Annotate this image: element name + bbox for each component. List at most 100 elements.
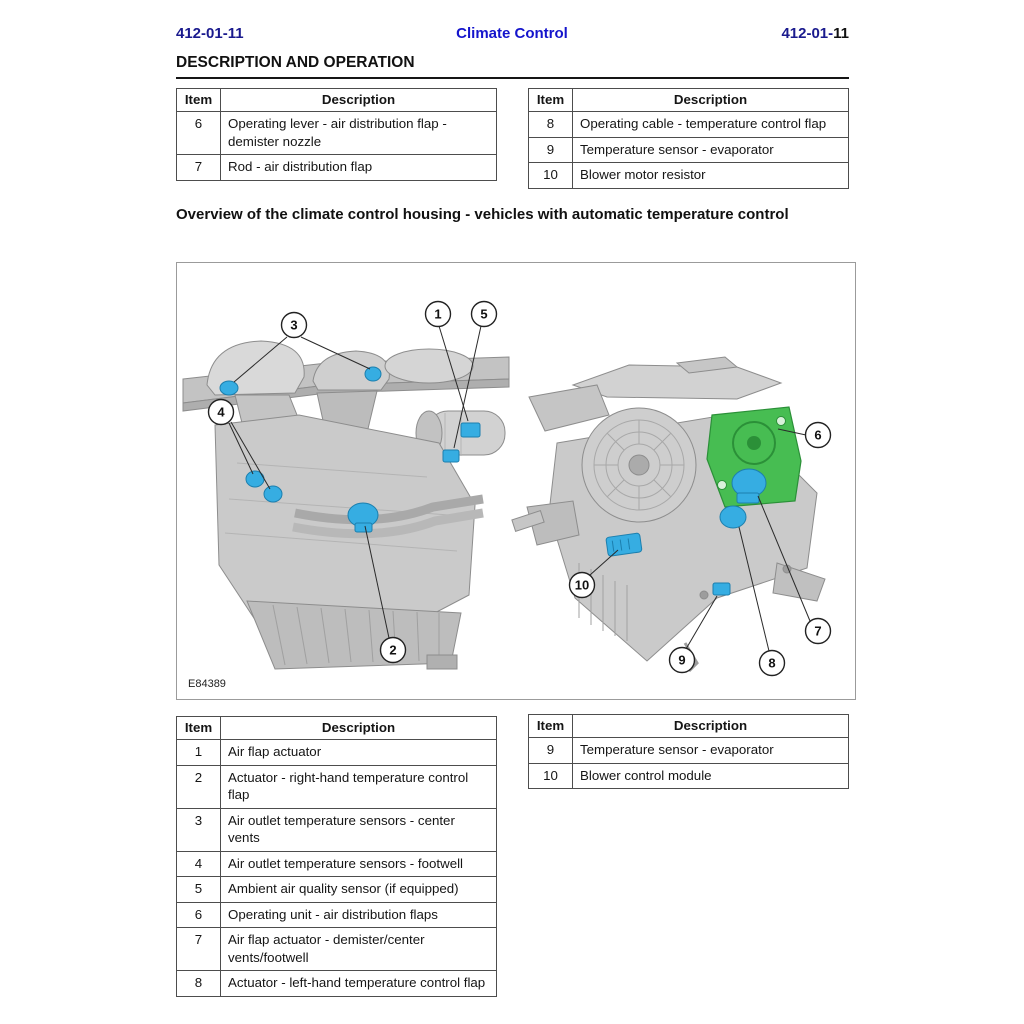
footwell-sensor [263, 485, 283, 503]
table-row: 6 Operating unit - air distribution flap… [176, 901, 497, 929]
table-row: 10 Blower motor resistor [528, 162, 849, 189]
table-row: 9 Temperature sensor - evaporator [528, 136, 849, 164]
callout-marker-2: 2 [379, 636, 407, 664]
section-title: DESCRIPTION AND OPERATION [176, 54, 849, 79]
item-cell: 10 [528, 162, 573, 189]
table-row: 7 Air flap actuator - demister/center ve… [176, 927, 497, 972]
figure-caption: Overview of the climate control housing … [176, 206, 789, 223]
svg-text:2: 2 [389, 643, 396, 658]
table-row: 8 Actuator - left-hand temperature contr… [176, 970, 497, 998]
page-ref-right-suffix: 11 [833, 25, 849, 42]
table-row: 5 Ambient air quality sensor (if equippe… [176, 876, 497, 903]
item-column-header: Item [528, 714, 573, 738]
callout-marker-9: 9 [668, 646, 696, 674]
temperature-control-actuator [719, 505, 747, 529]
description-cell: Operating lever - air distribution flap … [220, 110, 497, 156]
item-cell: 3 [176, 807, 221, 852]
item-cell: 6 [176, 110, 221, 156]
description-column-header: Description [220, 716, 497, 740]
item-column-header: Item [176, 716, 221, 740]
item-cell: 10 [528, 762, 573, 790]
table-row: 4 Air outlet temperature sensors - footw… [176, 850, 497, 878]
description-cell: Blower motor resistor [572, 162, 849, 189]
table-row: 8 Operating cable - temperature control … [528, 111, 849, 138]
callout-marker-10: 10 [568, 571, 596, 599]
highlighted-blue-parts-right [605, 468, 767, 596]
blower-control-module [605, 532, 643, 557]
page-ref-right-prefix: 412-01- [781, 25, 834, 42]
item-cell: 7 [176, 927, 221, 972]
item-cell: 1 [176, 739, 221, 766]
table-header-row: Item Description [528, 88, 849, 112]
svg-text:3: 3 [290, 318, 297, 333]
callout-marker-7: 7 [804, 617, 832, 645]
callout-marker-6: 6 [804, 421, 832, 449]
document-title: Climate Control [456, 25, 568, 42]
right-housing-view [511, 356, 826, 673]
description-column-header: Description [572, 714, 849, 738]
description-cell: Air outlet temperature sensors - center … [220, 807, 497, 852]
callout-marker-5: 5 [470, 300, 498, 328]
description-cell: Temperature sensor - evaporator [572, 737, 849, 764]
callout-marker-8: 8 [758, 649, 786, 677]
item-cell: 7 [176, 154, 221, 181]
item-column-header: Item [528, 88, 573, 112]
item-cell: 2 [176, 764, 221, 809]
leader-lines-right [589, 428, 811, 652]
table-row: 6 Operating lever - air distribution fla… [176, 110, 497, 156]
svg-text:9: 9 [678, 653, 685, 668]
description-cell: Air flap actuator [220, 739, 497, 766]
item-cell: 5 [176, 876, 221, 903]
figure-reference-code: E84389 [188, 678, 226, 690]
description-table-bottom-right: Item Description 9 Temperature sensor - … [528, 714, 849, 790]
blower-scroll-ribs [594, 420, 684, 510]
table-header-row: Item Description [176, 716, 497, 740]
table-row: 9 Temperature sensor - evaporator [528, 737, 849, 764]
description-cell: Ambient air quality sensor (if equipped) [220, 876, 497, 903]
table-row: 3 Air outlet temperature sensors - cente… [176, 807, 497, 852]
description-table-bottom-left: Item Description 1 Air flap actuator 2 A… [176, 716, 497, 998]
svg-text:10: 10 [575, 578, 589, 593]
table-row: 2 Actuator - right-hand temperature cont… [176, 764, 497, 809]
description-cell: Air flap actuator - demister/center vent… [220, 927, 497, 972]
ribbed-tray-lines [272, 604, 440, 666]
leader-lines-left [228, 325, 482, 639]
description-cell: Air outlet temperature sensors - footwel… [220, 850, 497, 878]
air-outlet-sensor [219, 380, 239, 396]
table-header-row: Item Description [176, 88, 497, 112]
item-cell: 8 [176, 970, 221, 998]
svg-text:5: 5 [480, 307, 487, 322]
description-cell: Blower control module [572, 762, 849, 790]
description-column-header: Description [572, 88, 849, 112]
page-ref-right: 412-01-11 [781, 25, 849, 42]
table-row: 1 Air flap actuator [176, 739, 497, 766]
green-operating-unit [706, 406, 802, 508]
temperature-control-actuator [347, 502, 379, 533]
svg-text:7: 7 [814, 624, 821, 639]
description-cell: Temperature sensor - evaporator [572, 136, 849, 164]
description-table-top-right: Item Description 8 Operating cable - tem… [528, 88, 849, 189]
item-cell: 6 [176, 901, 221, 929]
item-column-header: Item [176, 88, 221, 112]
climate-housing-illustration: 3 1 5 4 2 [182, 300, 832, 677]
item-cell: 9 [528, 136, 573, 164]
table-row: 7 Rod - air distribution flap [176, 154, 497, 181]
item-cell: 8 [528, 111, 573, 138]
description-cell: Operating cable - temperature control fl… [572, 111, 849, 138]
svg-text:4: 4 [217, 405, 225, 420]
air-flap-actuator [460, 422, 481, 438]
table-header-row: Item Description [528, 714, 849, 738]
description-table-top-left: Item Description 6 Operating lever - air… [176, 88, 497, 181]
item-cell: 9 [528, 737, 573, 764]
highlighted-blue-parts-left [219, 366, 481, 533]
page-header: 412-01-11 Climate Control 412-01-11 [0, 25, 1024, 45]
description-cell: Operating unit - air distribution flaps [220, 901, 497, 929]
air-outlet-sensor [364, 366, 382, 382]
svg-text:6: 6 [814, 428, 821, 443]
description-cell: Actuator - right-hand temperature contro… [220, 764, 497, 809]
demister-flap-actuator [731, 468, 767, 504]
description-cell: Actuator - left-hand temperature control… [220, 970, 497, 998]
svg-text:1: 1 [434, 307, 441, 322]
air-quality-sensor [442, 449, 460, 463]
